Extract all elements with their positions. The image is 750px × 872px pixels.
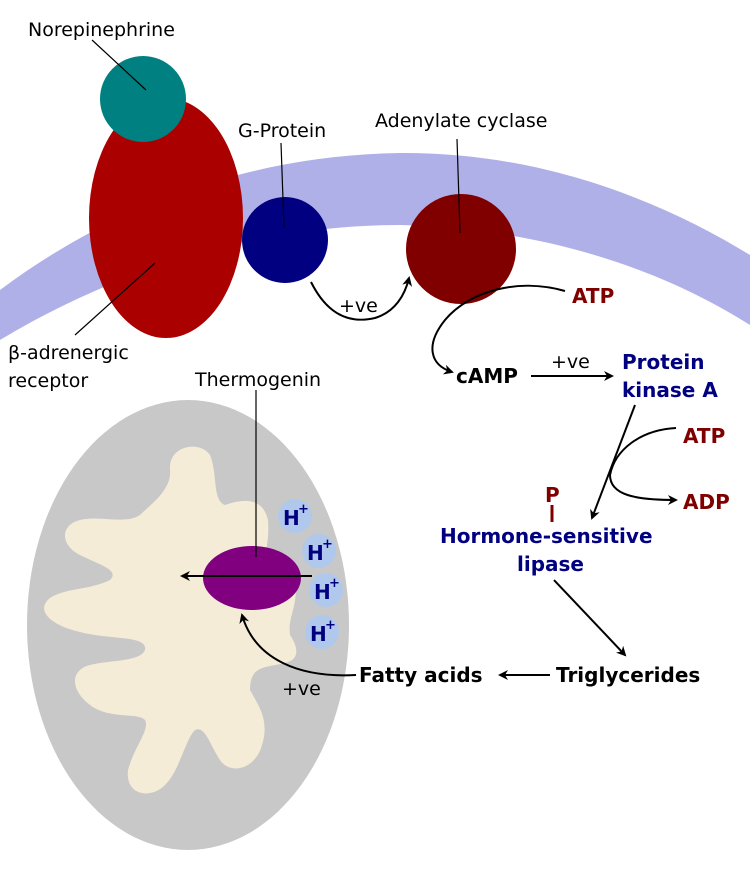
adenylate-cyclase bbox=[406, 194, 516, 304]
g-protein bbox=[242, 197, 328, 283]
thermogenin-protein bbox=[203, 546, 301, 610]
proton-charge: + bbox=[329, 576, 340, 591]
atp-label-1: ATP bbox=[572, 284, 614, 308]
hsl-to-triglycerides-arrow bbox=[553, 579, 627, 657]
positive-label-1: +ve bbox=[339, 295, 378, 317]
proton-base: H bbox=[307, 541, 324, 565]
proton-3: H + bbox=[309, 573, 343, 607]
receptor-label-line2: receptor bbox=[8, 370, 88, 392]
adp-label: ADP bbox=[683, 490, 730, 514]
proton-4: H + bbox=[305, 615, 339, 649]
pka-to-hsl-arrow bbox=[590, 404, 636, 520]
proton-2: H + bbox=[302, 534, 336, 568]
proton-base: H bbox=[283, 506, 300, 530]
atp-to-camp-arrow bbox=[431, 284, 566, 375]
gprotein-to-cyclase-arrow bbox=[310, 276, 413, 321]
mitochondrion-matrix bbox=[44, 446, 297, 794]
g-protein-leader bbox=[280, 142, 285, 229]
proton-1: H + bbox=[278, 499, 312, 533]
atp-label-2: ATP bbox=[683, 424, 725, 448]
proton-charge: + bbox=[298, 502, 309, 517]
adenylate-cyclase-label: Adenylate cyclase bbox=[375, 110, 547, 132]
adenylate-cyclase-leader bbox=[456, 138, 461, 234]
hsl-label-line1: Hormone-sensitive bbox=[440, 524, 653, 548]
proton-base: H bbox=[310, 622, 327, 646]
positive-label-3: +ve bbox=[282, 678, 321, 700]
norepinephrine-leader bbox=[91, 39, 147, 91]
pka-label-line1: Protein bbox=[622, 350, 704, 374]
g-protein-label: G-Protein bbox=[238, 120, 326, 142]
proton-base: H bbox=[314, 580, 331, 604]
receptor-leader bbox=[74, 262, 156, 336]
positive-label-2: +ve bbox=[551, 351, 590, 373]
pka-label-line2: kinase A bbox=[622, 378, 718, 402]
proton-charge: + bbox=[325, 618, 336, 633]
phosphate-label: P bbox=[545, 483, 560, 507]
fatty-acids-to-thermogenin-arrow bbox=[239, 613, 357, 677]
norepinephrine-label: Norepinephrine bbox=[28, 19, 175, 41]
fatty-acids-label: Fatty acids bbox=[359, 663, 483, 687]
beta-adrenergic-receptor bbox=[89, 98, 243, 338]
triglycerides-label: Triglycerides bbox=[556, 663, 700, 687]
proton-charge: + bbox=[322, 537, 333, 552]
camp-label: cAMP bbox=[456, 364, 518, 388]
receptor-label-line1: β-adrenergic bbox=[8, 342, 129, 364]
hsl-label-line2: lipase bbox=[517, 552, 584, 576]
norepinephrine-molecule bbox=[100, 56, 186, 142]
thermogenin-label: Thermogenin bbox=[194, 369, 321, 391]
atp-to-adp-arrow bbox=[608, 427, 678, 505]
